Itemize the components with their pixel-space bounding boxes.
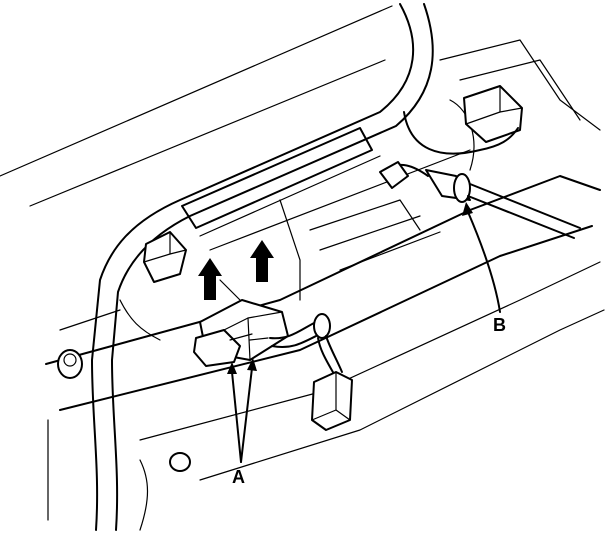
arrow-up-icon-right [250, 240, 274, 282]
bolt-left [57, 349, 83, 379]
lower-hanging-connector [311, 371, 353, 431]
callout-label-b: B [493, 315, 506, 335]
dashboard-top-edge [0, 5, 393, 207]
interior-details [119, 199, 441, 341]
bolt-bottom [169, 452, 191, 472]
lower-body [45, 175, 605, 531]
left-connector [143, 231, 187, 283]
harness-wire-lower [269, 313, 343, 375]
upper-right-connector [463, 85, 523, 143]
leader-line-b [462, 202, 501, 313]
frame-tube [91, 3, 434, 531]
callout-label-a: A [232, 467, 245, 487]
cross-member [181, 127, 471, 251]
arrow-up-icon-left [198, 258, 222, 300]
grommet-b [425, 169, 581, 239]
leader-lines-a [227, 358, 257, 463]
small-connector-middle [379, 161, 409, 189]
